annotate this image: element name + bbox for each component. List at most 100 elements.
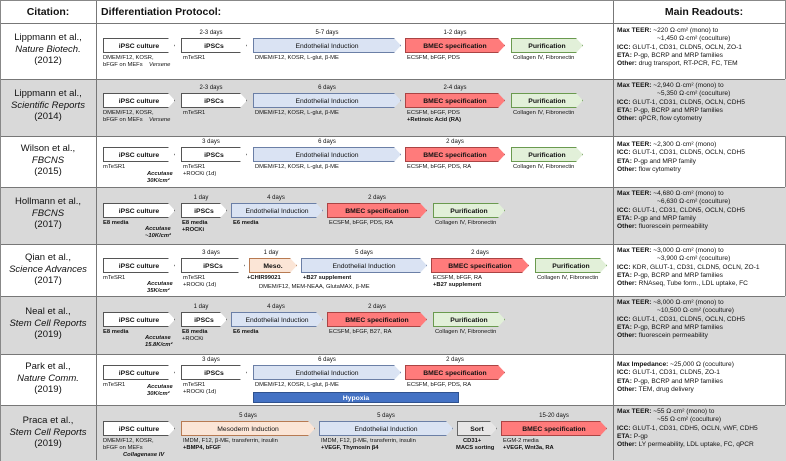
readout-line: Max TEER: ~2,300 Ω·cm² (mono) <box>617 141 786 149</box>
step-media: Collagen IV, Fibronectin <box>513 55 575 61</box>
step-media: E6 media <box>233 329 259 335</box>
step-ipscs: iPSCs <box>181 93 247 108</box>
step-enzyme: Versene <box>149 117 171 123</box>
readout-value: flow cytometry <box>636 165 681 173</box>
readout-line: ICC: GLUT-1, CD31, CLDN5, OCLN, CDH5 <box>617 316 786 324</box>
step-media: Collagen IV, Fibronectin <box>513 164 575 170</box>
step-mesoderm: Meso. <box>249 258 297 273</box>
step-media: mTeSR1 <box>183 382 206 388</box>
step-endothelial-induction: Endothelial Induction <box>319 421 453 436</box>
step-sort-method: MACS sorting <box>456 445 495 451</box>
step-endothelial-induction: Endothelial Induction <box>301 258 427 273</box>
readout-line: ~3,900 Ω·cm² (coculture) <box>617 255 786 263</box>
header-readouts: Main Readouts: <box>664 6 744 18</box>
step-endothelial-induction: Endothelial Induction <box>253 93 401 108</box>
step-media: DMEM/F12, KOSR, L-glut, β-ME <box>255 382 339 388</box>
readout-line: ~6,630 Ω·cm² (coculture) <box>617 198 786 206</box>
step-media: E6 media <box>233 220 259 226</box>
citation-author: Hollmann et al., <box>14 196 81 207</box>
step-media: E8 media <box>103 329 129 335</box>
readout-key: Other: <box>617 115 637 123</box>
citation-journal: Stem Cell Reports <box>9 317 87 329</box>
readout-value: GLUT-1, CD31, CDH5, OCLN, vWF, CDH5 <box>630 424 758 432</box>
readout-value: P-gp, BCRP and MRP families <box>631 106 723 114</box>
readout-value: GLUT-1, CD31, CLDN5, OCLN, CDH5 <box>630 149 745 157</box>
step-ipscs: iPSCs <box>181 203 227 218</box>
step-duration: 2 days <box>471 250 489 256</box>
step-duration: 2-4 days <box>443 85 467 91</box>
readout-value: ~2,300 Ω·cm² (mono) <box>651 141 717 148</box>
step-endothelial-induction: Endothelial Induction <box>253 365 401 380</box>
readout-key: ICC: <box>617 98 631 106</box>
step-duration: 1-2 days <box>443 30 467 36</box>
step-media: DMEM/F12, KOSR, L-glut, β-ME <box>255 164 339 170</box>
citation-year: (2014) <box>34 111 62 122</box>
citation-author: Lippmann et al., <box>14 32 82 43</box>
step-ipscs: iPSCs <box>181 258 245 273</box>
readout-key: ICC: <box>617 149 631 157</box>
readout-line: Max TEER: ~220 Ω·cm² (mono) to <box>617 27 786 35</box>
step-media: ECSFM, bFGF, PDS, RA <box>407 164 472 170</box>
step-endothelial-induction: Endothelial Induction <box>231 312 323 327</box>
step-duration: 2 days <box>368 304 386 310</box>
readout-key: ICC: <box>617 315 631 323</box>
step-purification: Purification <box>433 312 505 327</box>
readout-line: Other: RNAseq, Tube form., LDL uptake, F… <box>617 280 786 288</box>
readout-key: Other: <box>617 165 637 173</box>
divider-row-4 <box>1 244 785 245</box>
step-enzyme: Accutase <box>147 384 173 390</box>
readout-line: Other: fluorescein permeability <box>617 223 786 231</box>
citation-year: (2017) <box>34 275 62 286</box>
step-bmec-specification: BMEC specification <box>501 421 607 436</box>
step-ipsc-culture: iPSC culture <box>103 38 175 53</box>
readout-value: P-gp, BCRP and MRP families <box>631 51 723 59</box>
step-media: mTeSR1 <box>183 110 206 116</box>
step-bmec-specification: BMEC specification <box>327 203 427 218</box>
step-media: Collagen IV, Fibronectin <box>435 329 497 335</box>
step-media: Collagen IV, Fibronectin <box>537 275 599 281</box>
citation-year: (2012) <box>34 55 62 66</box>
step-enzyme: Accutase <box>145 226 171 232</box>
readouts-5: Max TEER: ~3,000 Ω·cm² (mono) to~3,900 Ω… <box>614 247 786 288</box>
citation-year: (2019) <box>34 384 62 395</box>
divider-row-2 <box>1 136 785 137</box>
readout-line: Other: flow cytometry <box>617 166 786 174</box>
divider-row-6 <box>1 354 785 355</box>
readout-value: GLUT-1, CD31, CLDN5, OCLN, CDH5 <box>630 206 745 214</box>
readout-key: ICC: <box>617 369 631 377</box>
readout-key: Other: <box>617 223 637 231</box>
step-enzyme: Versene <box>149 62 171 68</box>
step-duration: 1 day <box>193 195 209 201</box>
step-media: DMEM/F12, KOSR, <box>103 438 154 444</box>
step-media: bFGF on MEFs <box>103 445 143 451</box>
readout-value: ~8,000 Ω·cm² (mono) to <box>651 299 724 306</box>
step-enzyme: Accutase <box>145 335 171 341</box>
readout-value: P-gp, BCRP and MRP families <box>631 271 723 279</box>
step-media: mTeSR1 <box>103 382 126 388</box>
citation-author: Park et al., <box>25 361 71 372</box>
citation-6: Neal et al.,Stem Cell Reports(2019) <box>1 306 95 341</box>
step-duration: 5 days <box>355 250 373 256</box>
readout-line: Max TEER: ~55 Ω·cm² (mono) to <box>617 408 786 416</box>
divider-header <box>1 23 785 24</box>
readout-line: ICC: GLUT-1, CD31, CLDN5, OCLN, CDH5 <box>617 149 786 157</box>
citation-7: Park et al.,Nature Comm.(2019) <box>1 361 95 396</box>
step-media: EGM-2 media <box>503 438 539 444</box>
readout-value: ~3,000 Ω·cm² (mono) to <box>651 247 724 254</box>
step-seeding-density: 15.8K/cm² <box>145 342 173 348</box>
readout-line: ETA: P-gp, BCRP and MRP families <box>617 378 786 386</box>
step-media: mTeSR1 <box>103 275 126 281</box>
readout-value: KDR, GLUT-1, CD31, CLDN5, OCLN, ZO-1 <box>630 263 760 271</box>
step-media-additive: +ROCKi <box>182 336 204 342</box>
citation-author: Neal et al., <box>25 306 71 317</box>
readout-line: Max TEER: ~2,940 Ω·cm² (mono) to <box>617 82 786 90</box>
step-media: DMEM/F12, KOSR, L-glut, β-ME <box>255 110 339 116</box>
readout-key: Max Impedance: <box>617 361 669 368</box>
step-media: DMEM/F12, KOSR, L-glut, β-ME <box>255 55 339 61</box>
readout-value: P-gp, BCRP and MRP families <box>631 323 723 331</box>
step-media: ECSFM, bFGF, PDS, RA <box>329 220 394 226</box>
citation-author: Lippmann et al., <box>14 88 82 99</box>
readout-line: ETA: P-gp <box>617 433 786 441</box>
readout-value: GLUT-1, CD31, CLDN5, OCLN, ZO-1 <box>630 43 742 51</box>
